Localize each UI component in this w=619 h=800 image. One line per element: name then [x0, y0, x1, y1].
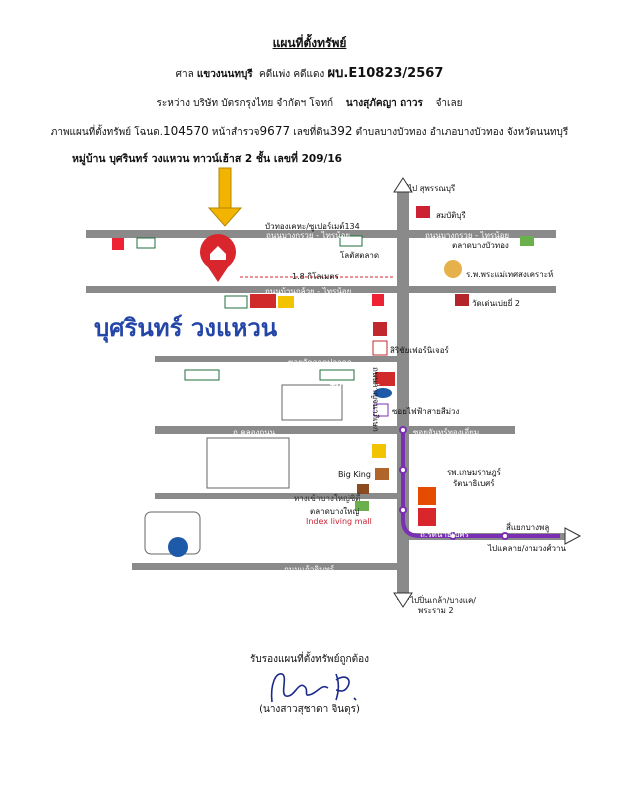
label-to-khae: ไปแคลาย/งามวงศ์วาน — [488, 544, 566, 553]
defendant-role: จำเลย — [435, 98, 463, 109]
label-soi-talad: ซอยวัดลาดปลาดุก — [288, 358, 352, 367]
label-bigking: Big King — [338, 470, 371, 479]
label-road-khlong: ถ.คลองถนน — [233, 428, 276, 437]
seven-eleven-icon — [112, 238, 124, 250]
label-road-rattana: ถ.รัตนาธิเบศร์ — [420, 530, 469, 539]
landmark-box-3 — [144, 511, 201, 555]
kasem-icon — [418, 508, 436, 526]
court-name: แขวงนนทบุรี — [196, 69, 253, 80]
label-furniture: สิริชัยเฟอร์นิเจอร์ — [390, 346, 449, 355]
hospital-building-icon — [444, 260, 462, 278]
label-to-talad-phlu: สี่แยกบางพลู — [506, 523, 550, 532]
ptt-icon — [168, 537, 188, 557]
seven-eleven-icon-2 — [372, 294, 384, 306]
market-icon — [520, 236, 534, 246]
furniture-icon — [372, 340, 388, 356]
road-bangyai — [155, 493, 397, 499]
landmark-box-2 — [206, 437, 290, 489]
label-lotus-market: โลตัสตลาด — [340, 251, 380, 260]
label-market-bangyai: ตลาดบางใหญ่ — [310, 507, 360, 516]
floors: 2 — [244, 153, 253, 165]
bigc-icon — [372, 444, 386, 458]
signature — [270, 673, 357, 703]
temple-icon — [455, 294, 469, 306]
label-hospital: ร.พ.พระแม่เทศสงเคราะห์ — [466, 270, 554, 279]
location-text: ตำบลบางบัวทอง อำเภอบางบัวทอง จังหวัดนนทบ… — [352, 127, 569, 138]
label-thai-mart: THAI MART — [330, 383, 380, 392]
case-prefix: คดีแพ่ง คดีแดง — [259, 69, 325, 80]
village-line: หมู่บ้าน บุศรินทร์ วงแหวน ทาวน์เฮ้าส 2 ช… — [72, 150, 342, 167]
label-indexliving: Index living mall — [306, 517, 372, 526]
floors-suffix: ชั้น เลขที่ — [255, 153, 298, 165]
document-title: แผนที่ตั้งทรัพย์ — [272, 36, 347, 50]
label-kasem: รพ.เกษมราษฎร์ — [447, 468, 501, 477]
survey-number: 9677 — [259, 124, 291, 138]
lotus-icon-2 — [224, 295, 248, 309]
sombat-icon — [416, 206, 430, 218]
label-road-kanchana: บัวทองเคหะ/ซูเปอร์เมต์134 — [265, 222, 360, 231]
label-rattana: รัตนาธิเบศร์ — [453, 479, 495, 488]
lotus-icon-4 — [319, 369, 355, 381]
label-road-bangkruay-2: ถนนบางกรวย - ไทรน้อย — [425, 231, 510, 240]
village-text: หมู่บ้าน บุศรินทร์ วงแหวน ทาวน์เฮ้าส — [72, 153, 242, 165]
property-line: ภาพแผนที่ตั้งทรัพย์ โฉนด.104570 หน้าสำรว… — [0, 124, 619, 140]
certify-text: รับรองแผนที่ตั้งทรัพย์ถูกต้อง — [250, 654, 369, 665]
land-prefix: เลขที่ดิน — [290, 127, 330, 138]
case-number: E10823/2567 — [348, 66, 444, 81]
road-kaew — [132, 563, 397, 570]
label-distance: 1.8 กิโลเมตร — [292, 272, 339, 281]
label-wat: วัดเด่นเบ่ยยี่ 2 — [472, 299, 520, 308]
label-road-bangkruay-1: ถนนบางกรวย - ไทรน้อย — [266, 231, 351, 240]
label-to-suphan: ไป สุพรรณบุรี — [408, 184, 456, 193]
court-prefix: ศาล — [175, 69, 194, 80]
defendant-name: นางสุภัคญา ถาวร — [345, 98, 423, 109]
label-market-buathong: ตลาดบางบัวทอง — [452, 241, 509, 250]
store-icon — [373, 322, 387, 336]
certifier-name: (นางสาวสุชาดา จินดุร) — [259, 704, 360, 715]
deed-number: 104570 — [162, 124, 209, 138]
arrow-east-icon — [564, 527, 582, 545]
case-line: ศาล แขวงนนทบุรี คดีแพ่ง คดีแดง ผบ.E10823… — [0, 62, 619, 83]
hospital-icon — [418, 487, 436, 505]
pointer-arrow-icon — [207, 207, 243, 227]
lotus-icon-3 — [184, 369, 220, 381]
case-no-prefix: ผบ. — [327, 66, 349, 81]
location-pin-icon — [200, 234, 236, 270]
parties-text: ระหว่าง บริษัท บัตรกรุงไทย จำกัดฯ โจทก์ — [156, 98, 334, 109]
label-to-pinklao-2: พระราม 2 — [418, 606, 454, 615]
land-number: 392 — [329, 124, 353, 138]
label-road-banklui: ถนนบ้านกล้วย - ไทรน้อย — [265, 287, 352, 296]
label-to-pinklao: ไปปิ่นเกล้า/บางแค/ — [410, 596, 476, 605]
road-kanchana — [397, 190, 409, 600]
label-road-kaew: ถนนแก้วอินทร์ — [284, 565, 335, 574]
survey-prefix: หน้าสำรวจ — [208, 127, 260, 138]
label-kanchana-side: ถนนกาญจนาภิเษก — [371, 367, 380, 432]
project-name: บุศรินทร์ วงแหวน — [94, 314, 278, 342]
parties-line: ระหว่าง บริษัท บัตรกรุงไทย จำกัดฯ โจทก์ … — [0, 96, 619, 111]
label-road-bangyai: ทางเข้าบางใหญ่ซิตี้ — [294, 494, 361, 503]
bigking-icon — [375, 468, 389, 480]
road-soi-talad — [155, 356, 397, 362]
label-soi-chan: ซอยจันทร์ทองเอี่ยม — [413, 428, 480, 437]
lotus-icon — [136, 237, 156, 249]
label-sombat: สมบัติบุรี — [436, 211, 466, 220]
house-number: 209/16 — [301, 153, 342, 165]
deed-prefix: ภาพแผนที่ตั้งทรัพย์ โฉนด. — [50, 127, 163, 138]
label-soi-faifa: ซอยไฟฟ้าสายสีม่วง — [392, 407, 460, 416]
